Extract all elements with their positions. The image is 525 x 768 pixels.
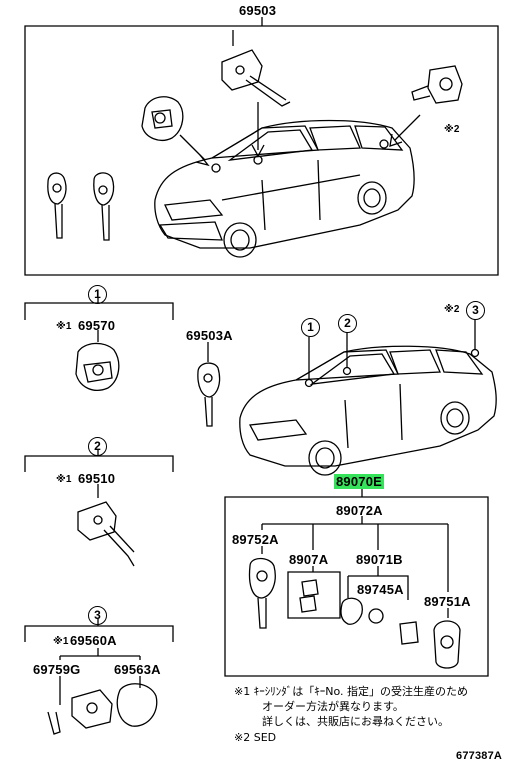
kit-frame <box>224 496 489 677</box>
diagram-id: 677387A <box>456 750 503 762</box>
car-callout-1: 1 <box>301 318 320 337</box>
kit-remote-89751A <box>433 620 461 669</box>
car-drawing-bottom <box>239 345 497 476</box>
trunk-cylinder-69560 <box>47 683 158 735</box>
kit-part-8907A <box>299 579 319 613</box>
group3-sub-part-right: 69563A <box>114 662 161 677</box>
car-callout-3: 3 <box>466 301 485 320</box>
kit-highlight-part[interactable]: 89070E <box>334 474 385 489</box>
group3-sub-part-left: 69759G <box>33 662 81 677</box>
top-trunk-note-mark: ※2 <box>444 124 460 135</box>
top-part-number: 69503 <box>239 3 277 18</box>
group1-part-number: 69570 <box>78 318 116 333</box>
group3-part-number: 69560A <box>70 633 117 648</box>
callout-1: 1 <box>88 285 107 304</box>
door-cylinder-top <box>221 49 291 107</box>
group2-note-mark: ※1 <box>56 474 72 485</box>
kit-item-89071B: 89071B <box>356 552 403 567</box>
callout-2: 2 <box>88 437 107 456</box>
kit-key-89752A <box>248 557 276 629</box>
group1-note-mark: ※1 <box>56 321 72 332</box>
car-callout-3-mark: ※2 <box>444 304 460 315</box>
kit-item-8907A: 8907A <box>289 552 329 567</box>
kit-main-part: 89072A <box>336 503 383 518</box>
ignition-cylinder-top <box>141 96 184 141</box>
note-line-2: オーダー方法が異なります。 <box>262 700 404 713</box>
key-part-number: 69503A <box>186 328 233 343</box>
note-line-4: ※2 SED <box>234 731 277 744</box>
keys-top <box>47 172 115 241</box>
note-line-1-mark: ※1 <box>234 685 251 698</box>
kit-part-89745A <box>340 597 419 645</box>
group3-note-mark: ※1 <box>53 636 69 647</box>
top-panel-frame <box>24 25 499 276</box>
group2-bracket <box>24 455 174 472</box>
car-drawing-top <box>154 119 415 258</box>
trunk-cylinder-top <box>411 65 463 104</box>
key-69503A <box>197 362 221 427</box>
group3-bracket <box>24 625 174 642</box>
kit-item-89752A: 89752A <box>232 532 279 547</box>
door-cylinder-69510 <box>77 501 135 567</box>
key-cylinder-69570 <box>75 342 120 391</box>
note-line-3: 詳しくは、共販店にお尋ねください。 <box>262 715 449 728</box>
kit-item-89745A: 89745A <box>357 582 404 597</box>
group2-part-number: 69510 <box>78 471 116 486</box>
callout-3: 3 <box>88 606 107 625</box>
note-line-1-text: ｷｰｼﾘﾝﾀﾞは「ｷｰNo. 指定」の受注生産のため <box>253 685 468 698</box>
note-line-1: ※1 ｷｰｼﾘﾝﾀﾞは「ｷｰNo. 指定」の受注生産のため <box>234 684 468 699</box>
kit-item-89751A: 89751A <box>424 594 471 609</box>
car-callout-2: 2 <box>338 314 357 333</box>
